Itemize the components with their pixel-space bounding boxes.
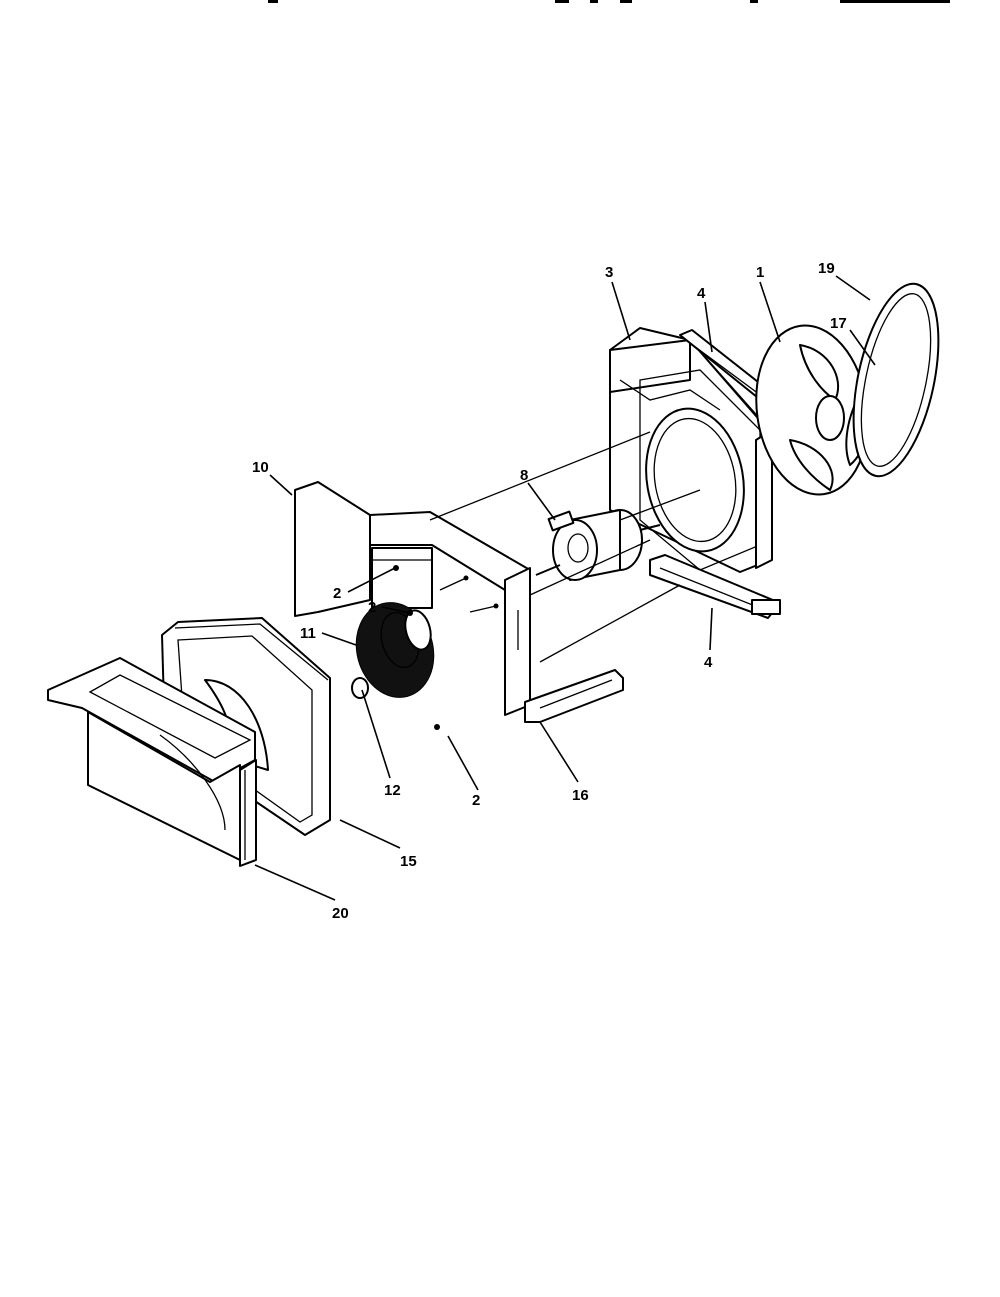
- front-frame-part-20: [47, 657, 257, 867]
- callout-4-lower: 4: [704, 654, 713, 671]
- hub-part-12: [351, 677, 369, 699]
- motor-part-8: [535, 509, 661, 581]
- callout-10: 10: [252, 459, 269, 476]
- callout-1: 1: [756, 264, 764, 281]
- leader-lines: [254, 275, 876, 901]
- callout-11: 11: [300, 625, 316, 642]
- callout-19: 19: [818, 260, 835, 277]
- callout-16: 16: [572, 787, 589, 804]
- callout-12: 12: [384, 782, 401, 799]
- callout-20: 20: [332, 905, 349, 922]
- fan-blade-part-1: [755, 324, 869, 496]
- scroll-part-10: [294, 481, 531, 716]
- callout-3: 3: [605, 264, 613, 281]
- blower-wheel-part-11: [355, 602, 435, 698]
- callout-2-middle: 2: [368, 599, 376, 616]
- bracket-part-4-lower: [649, 554, 781, 619]
- callout-4-upper: 4: [697, 285, 706, 302]
- cropped-header-marks: [268, 0, 950, 3]
- callout-labels: 1 3 4 19 17 8 10 2 2 11 4 12 2 16 15 20: [252, 260, 847, 922]
- callout-2-upper: 2: [333, 585, 341, 602]
- screws-part-2: [393, 565, 499, 730]
- callout-15: 15: [400, 853, 417, 870]
- callout-2-lower: 2: [472, 792, 480, 809]
- base-bracket-part-16: [524, 669, 624, 723]
- callout-17: 17: [830, 315, 847, 332]
- callout-8: 8: [520, 467, 528, 484]
- rear-disc-part-19: [852, 282, 940, 478]
- assembly-lines: [429, 431, 701, 663]
